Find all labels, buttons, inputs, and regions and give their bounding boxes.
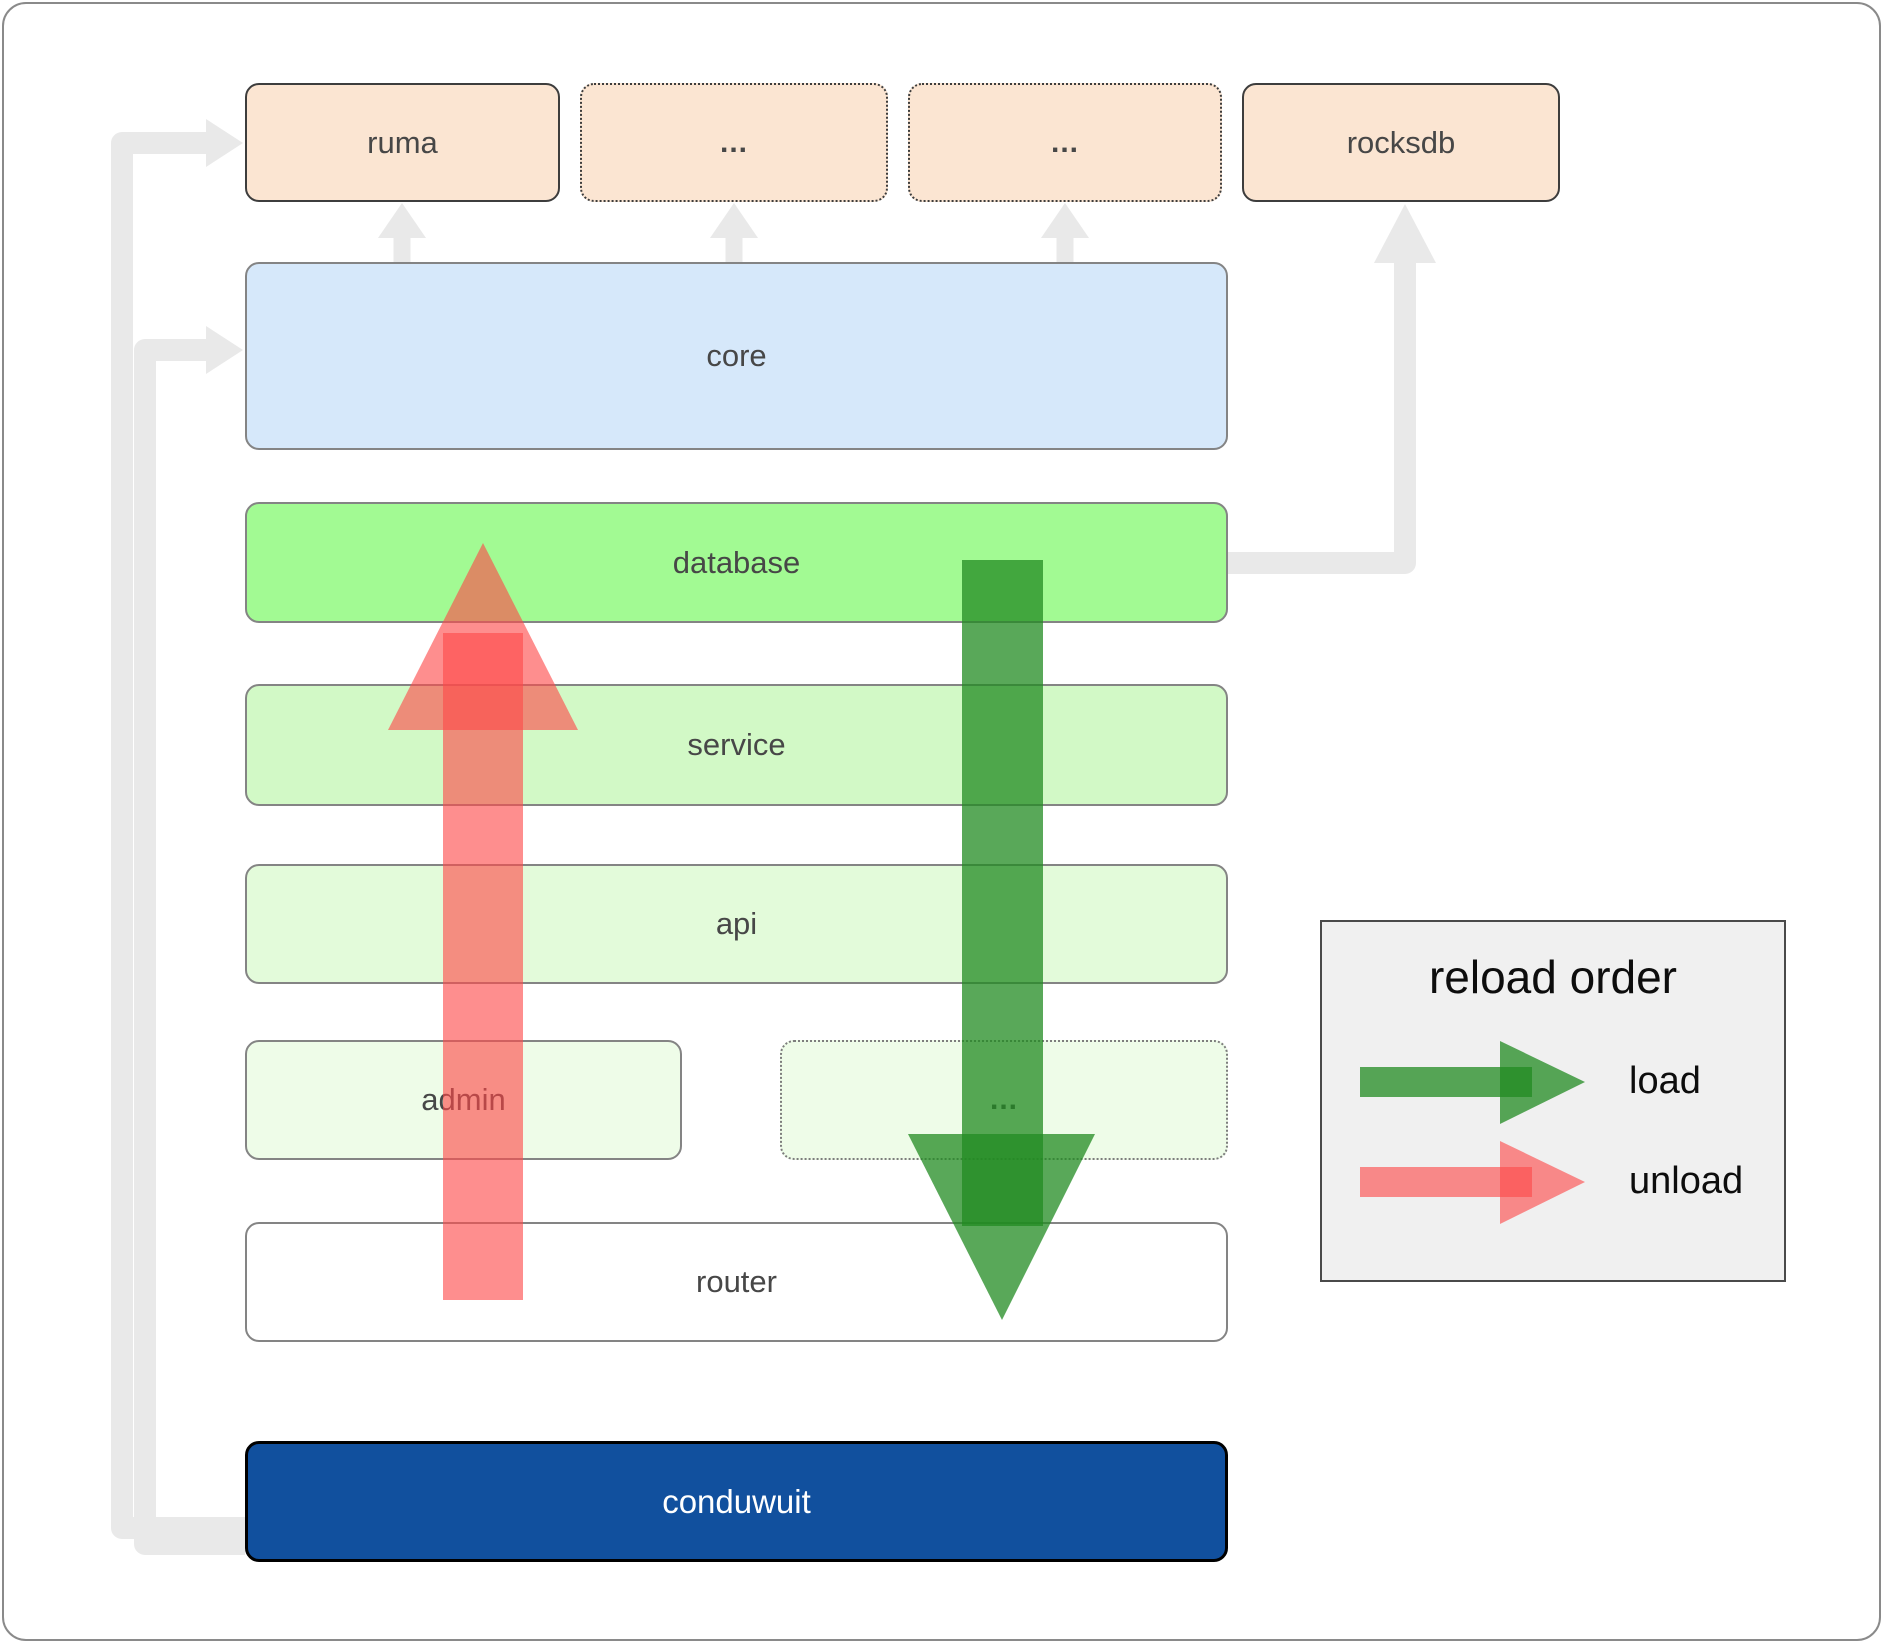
edge-conduwuit-ruma-line: [111, 132, 245, 1539]
arrowhead-right-icon: [206, 326, 243, 374]
node-api-label: api: [715, 906, 758, 941]
node-conduwuit-label: conduwuit: [662, 1482, 811, 1520]
node-conduwuit: conduwuit: [245, 1441, 1228, 1562]
node-api: api: [245, 864, 1228, 984]
edge-core-ellipsis2: [1041, 203, 1089, 263]
legend-title: reload order: [1428, 951, 1678, 1003]
node-rocksdb: rocksdb: [1242, 83, 1560, 202]
arrowhead-up-icon: [1041, 203, 1089, 238]
node-ellipsis-2-label: ...: [1050, 125, 1079, 159]
node-admin-label: admin: [421, 1082, 506, 1117]
arrowhead-right-icon: [206, 119, 243, 167]
node-rocksdb-label: rocksdb: [1346, 124, 1456, 160]
edge-database-rocksdb-line: [1228, 262, 1416, 574]
node-admin-ellipsis: ...: [780, 1040, 1228, 1160]
node-service-label: service: [687, 727, 786, 762]
node-admin: admin: [245, 1040, 682, 1160]
edge-database-rocksdb: [1228, 204, 1436, 574]
edge-conduwuit-core: [134, 326, 245, 1555]
arrowhead-up-icon: [378, 203, 426, 238]
edge-core-ellipsis1: [710, 203, 758, 263]
node-admin-ellipsis-label: ...: [989, 1083, 1018, 1116]
node-router: router: [245, 1222, 1228, 1342]
edge-conduwuit-core-line: [134, 339, 245, 1555]
edge-conduwuit-ruma: [111, 119, 245, 1539]
node-ruma-label: ruma: [367, 124, 438, 160]
node-ellipsis-1-label: ...: [719, 125, 748, 159]
legend-load-label: load: [1629, 1060, 1701, 1102]
node-router-label: router: [696, 1264, 777, 1299]
node-core-label: core: [706, 338, 767, 373]
legend: reload order load unload: [1320, 920, 1786, 1282]
node-core: core: [245, 262, 1228, 450]
node-ruma: ruma: [245, 83, 560, 202]
edge-core-ruma: [378, 203, 426, 263]
node-database-label: database: [672, 544, 801, 580]
node-ellipsis-1: ...: [580, 83, 888, 202]
node-database: database: [245, 502, 1228, 623]
arrowhead-up-icon: [1374, 204, 1436, 263]
node-ellipsis-2: ...: [908, 83, 1222, 202]
arrowhead-up-icon: [710, 203, 758, 238]
legend-unload-label: unload: [1629, 1160, 1744, 1202]
node-service: service: [245, 684, 1228, 806]
